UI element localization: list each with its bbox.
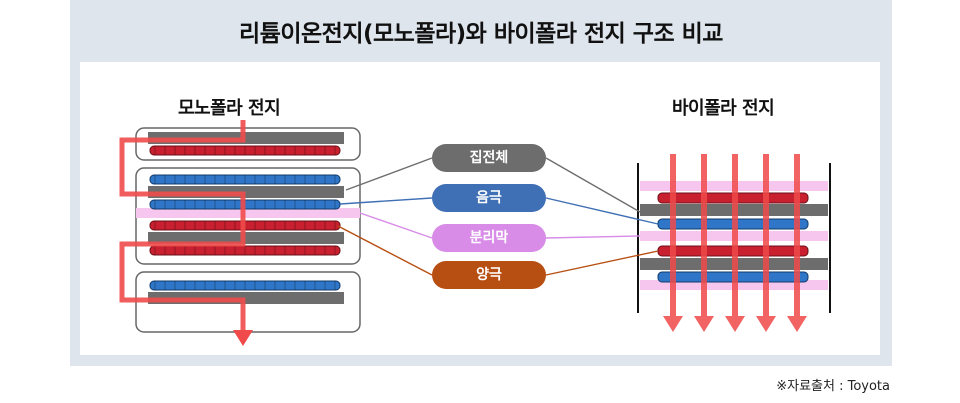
monopolar-cell (119, 120, 361, 346)
bipolar-cell (637, 154, 831, 332)
current-flow-arrow (670, 154, 676, 318)
label-separator: 분리막 (432, 224, 546, 252)
current-flow-arrow (701, 154, 707, 318)
connector-line-separator (359, 212, 433, 239)
connector-line-collector (545, 157, 641, 213)
label-anode: 음극 (432, 184, 546, 212)
anode-layer (149, 174, 341, 185)
current-arrow-head (756, 316, 776, 332)
current-arrow-head (725, 316, 745, 332)
connector-line-anode (339, 197, 433, 205)
current-arrow-head (233, 330, 253, 346)
current-flow-arrow (794, 154, 800, 318)
current-arrow-head (663, 316, 683, 332)
connector-line-anode (545, 197, 659, 225)
separator-layer (136, 208, 360, 218)
connector-line-collector (345, 157, 433, 191)
current-flow-path (119, 120, 246, 332)
source-credit: ※자료출처 : Toyota (776, 379, 890, 394)
monopolar-heading: 모노폴라 전지 (178, 98, 281, 119)
label-cathode: 양극 (432, 261, 546, 289)
anode-layer (149, 280, 341, 291)
cathode-layer (149, 145, 341, 156)
bipolar-heading: 바이폴라 전지 (672, 98, 775, 119)
connector-line-cathode (337, 225, 433, 276)
label-current-collector: 집전체 (432, 144, 546, 172)
connector-line-cathode (545, 250, 659, 276)
current-flow-arrow (732, 154, 738, 318)
connector-line-separator (545, 235, 641, 239)
current-arrow-head (694, 316, 714, 332)
current-arrow-head (787, 316, 807, 332)
current-collector-layer (148, 232, 344, 244)
page-title: 리튬이온전지(모노폴라)와 바이폴라 전지 구조 비교 (239, 21, 723, 47)
current-flow-arrow (763, 154, 769, 318)
